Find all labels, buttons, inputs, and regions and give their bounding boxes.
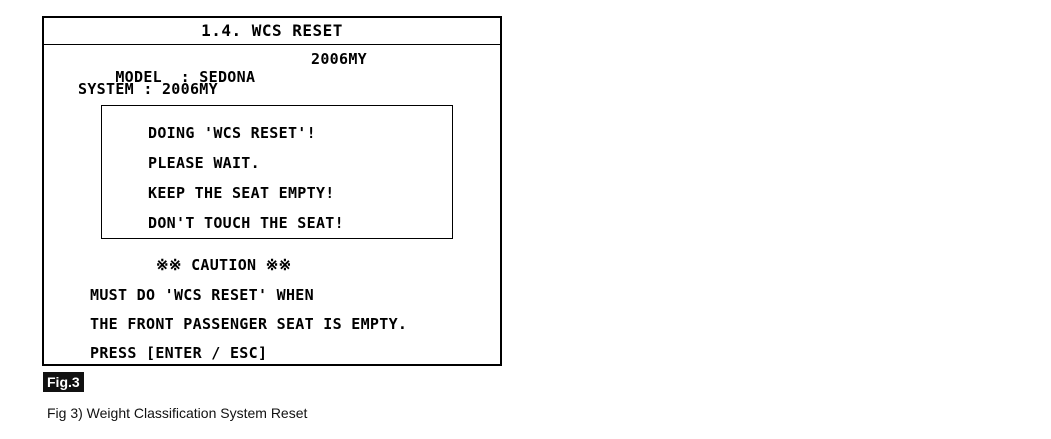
status-message-box: DOING 'WCS RESET'! PLEASE WAIT. KEEP THE… — [101, 105, 453, 239]
system-info: SYSTEM : 2006MY — [78, 80, 218, 98]
status-line: DOING 'WCS RESET'! — [148, 124, 316, 142]
model-year: 2006MY — [311, 50, 367, 68]
caution-line: THE FRONT PASSENGER SEAT IS EMPTY. — [90, 315, 408, 333]
scanner-screen: 1.4. WCS RESET MODEL : SEDONA 2006MY SYS… — [42, 16, 502, 366]
model-info: MODEL : SEDONA 2006MY — [78, 50, 366, 122]
status-line: PLEASE WAIT. — [148, 154, 260, 172]
figure-label: Fig.3 — [43, 372, 84, 392]
figure-caption: Fig 3) Weight Classification System Rese… — [47, 405, 308, 421]
caution-heading: ※※ CAUTION ※※ — [156, 256, 292, 274]
caution-prompt: PRESS [ENTER / ESC] — [90, 344, 268, 362]
screen-title: 1.4. WCS RESET — [44, 18, 500, 45]
caution-line: MUST DO 'WCS RESET' WHEN — [90, 286, 314, 304]
status-line: KEEP THE SEAT EMPTY! — [148, 184, 335, 202]
status-line: DON'T TOUCH THE SEAT! — [148, 214, 344, 232]
model-label: MODEL : SEDONA — [115, 68, 256, 86]
